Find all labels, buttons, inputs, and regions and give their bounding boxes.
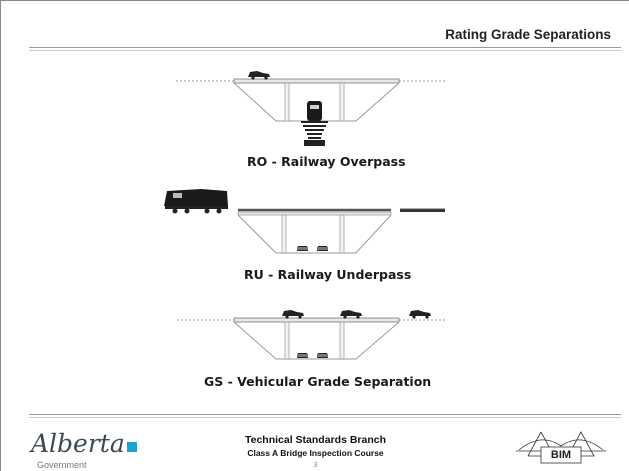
locomotive-icon: [164, 189, 228, 214]
car-front-icon: [297, 246, 328, 251]
caption-grade-separation: GS - Vehicular Grade Separation: [204, 374, 432, 389]
train-front-icon: [301, 101, 328, 146]
bottom-divider: [29, 414, 621, 418]
logo-square-icon: [126, 442, 137, 452]
car-icon: [248, 71, 270, 80]
car-icon: [282, 310, 304, 319]
footer-branch: Technical Standards Branch: [244, 434, 386, 446]
footer-course: Class A Bridge Inspection Course: [247, 448, 384, 458]
alberta-logo: Alberta: [31, 429, 137, 458]
slide-title: Rating Grade Separations: [445, 27, 611, 42]
railway-overpass-diagram: [176, 71, 446, 146]
alberta-logo-text: Alberta: [31, 429, 125, 458]
caption-railway-underpass: RU - Railway Underpass: [244, 267, 412, 282]
flatcar-icon: [400, 208, 445, 212]
caption-railway-overpass: RO - Railway Overpass: [247, 154, 406, 169]
bim-logo-icon: [516, 431, 606, 464]
bim-logo-text: BIM: [550, 449, 572, 461]
car-icon: [340, 310, 362, 319]
railway-underpass-diagram: [164, 189, 445, 254]
car-icon: [409, 310, 431, 319]
grade-separation-diagram: [177, 310, 446, 360]
page-number: 3: [313, 460, 318, 469]
top-divider: [29, 47, 621, 51]
government-label: Government: [37, 460, 87, 470]
car-front-icon: [297, 353, 328, 358]
